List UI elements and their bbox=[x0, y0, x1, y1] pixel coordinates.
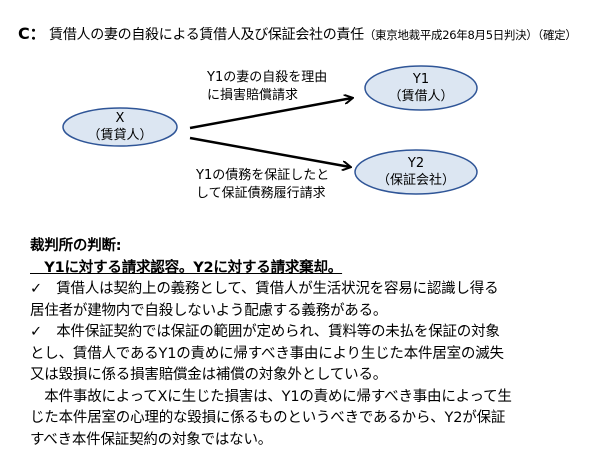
node-y1: Y1 （賃借人） bbox=[365, 71, 477, 105]
edge-label-y1-line: に損害賠償請求 bbox=[207, 88, 299, 103]
judgment-line: とし、賃借人であるY1の責めに帰すべき事由により生じた本件居室の滅失 bbox=[30, 345, 504, 362]
node-x-ellipse bbox=[62, 107, 178, 147]
node-y2: Y2 （保証会社） bbox=[355, 155, 477, 189]
judgment-line: 又は毀損に係る損害賠償金は補償の対象外としている。 bbox=[30, 367, 388, 383]
arrow-x-to-y2 bbox=[189, 136, 350, 167]
node-x-name: X bbox=[115, 111, 125, 126]
edge-label-y1-line: Y1の妻の自殺を理由 bbox=[207, 70, 328, 85]
judgment-line: 本件事故によってXに生じた損害は、Y1の責めに帰すべき事由によって生 bbox=[30, 388, 512, 405]
arrow-x-to-y1 bbox=[189, 98, 352, 130]
judgment-section: 裁判所の判断: Y1に対する請求認容。Y2に対する請求棄却。 ✓ 賃借人は契約上… bbox=[30, 236, 600, 451]
judgment-line: ✓ 本件保証契約では保証の範囲が定められ、賃料等の未払を保証の対象 bbox=[30, 324, 500, 340]
judgment-line: じた本件居室の心理的な毀損に係るものというべきであるから、Y2が保証 bbox=[30, 410, 506, 426]
node-x: X （賃貸人） bbox=[63, 110, 177, 144]
judgment-conclusion: Y1に対する請求認容。Y2に対する請求棄却。 bbox=[30, 259, 343, 276]
title-main: 賃借人の妻の自殺による賃借人及び保証会社の責任 bbox=[49, 27, 364, 43]
edge-label-y2-line: して保証債務履行請求 bbox=[196, 186, 326, 201]
title-prefix: C： bbox=[18, 24, 46, 43]
node-x-role: （賃貸人） bbox=[87, 128, 153, 143]
node-y2-role: （保証会社） bbox=[376, 173, 455, 188]
node-y1-ellipse bbox=[364, 65, 478, 111]
edge-label-y2: Y1の債務を保証したと して保証債務履行請求 bbox=[196, 167, 329, 203]
title-sub: （東京地裁平成26年8月5日判決）（確定） bbox=[363, 28, 577, 42]
node-y2-ellipse bbox=[354, 149, 478, 195]
slide-title: C：賃借人の妻の自殺による賃借人及び保証会社の責任（東京地裁平成26年8月5日判… bbox=[18, 20, 577, 44]
judgment-line: 居住者が建物内で自殺しないよう配慮する義務がある。 bbox=[30, 302, 388, 319]
edge-label-y1: Y1の妻の自殺を理由 に損害賠償請求 bbox=[207, 69, 327, 105]
relationship-diagram bbox=[62, 65, 478, 195]
edge-label-y2-line: Y1の債務を保証したと bbox=[196, 168, 330, 183]
node-y1-role: （賃借人） bbox=[388, 89, 454, 104]
judgment-line: ✓ 賃借人は契約上の義務として、賃借人が生活状況を容易に認識し得る bbox=[30, 281, 499, 297]
node-y1-name: Y1 bbox=[412, 72, 430, 87]
judgment-line: すべき本件保証契約の対象ではない。 bbox=[30, 431, 273, 448]
judgment-heading: 裁判所の判断: bbox=[30, 238, 122, 254]
node-y2-name: Y2 bbox=[407, 156, 425, 171]
